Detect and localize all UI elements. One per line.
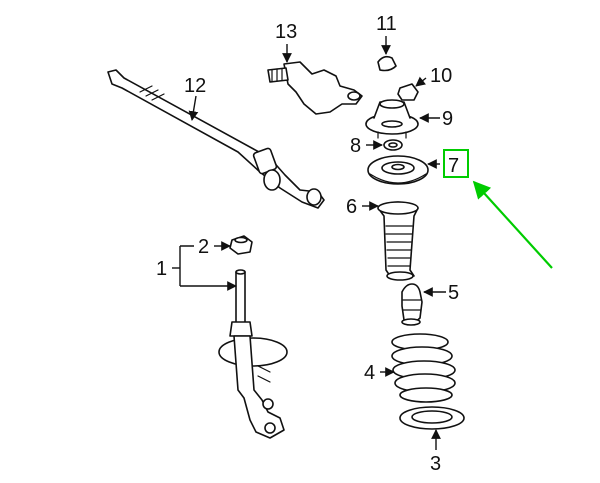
dust-boot-part bbox=[377, 201, 419, 281]
callout-7-highlight-box bbox=[443, 149, 469, 178]
callout-9: 9 bbox=[442, 108, 453, 130]
callout-11: 11 bbox=[376, 13, 397, 35]
callout-7: 7 bbox=[448, 155, 459, 177]
callout-2: 2 bbox=[198, 236, 209, 258]
callout-6: 6 bbox=[346, 196, 357, 218]
callout-12: 12 bbox=[184, 75, 206, 97]
callout-10: 10 bbox=[430, 65, 452, 87]
leader-lines bbox=[172, 36, 446, 450]
bearing-plate-part bbox=[367, 155, 429, 185]
callout-5: 5 bbox=[448, 282, 459, 304]
strut-nut-part bbox=[229, 235, 253, 255]
green-pointer-arrow bbox=[472, 180, 553, 269]
nut-part bbox=[397, 83, 419, 101]
callout-13: 13 bbox=[275, 21, 297, 43]
callout-1: 1 bbox=[156, 258, 167, 280]
callout-4: 4 bbox=[364, 362, 375, 384]
callout-labels: 13 11 10 12 9 8 7 6 5 4 3 2 1 bbox=[156, 13, 459, 475]
stabilizer-bar-part bbox=[107, 69, 325, 209]
washer-part bbox=[383, 139, 403, 151]
callout-3: 3 bbox=[430, 453, 441, 475]
coil-spring-part bbox=[391, 333, 456, 403]
spring-seat-part bbox=[399, 406, 465, 430]
strut-assembly-part bbox=[218, 269, 288, 439]
strut-mount-part bbox=[365, 99, 419, 139]
small-cap-part bbox=[377, 55, 397, 72]
callout-8: 8 bbox=[350, 135, 361, 157]
bump-stop-part bbox=[401, 283, 423, 326]
upper-arm-bracket-part bbox=[267, 61, 363, 115]
